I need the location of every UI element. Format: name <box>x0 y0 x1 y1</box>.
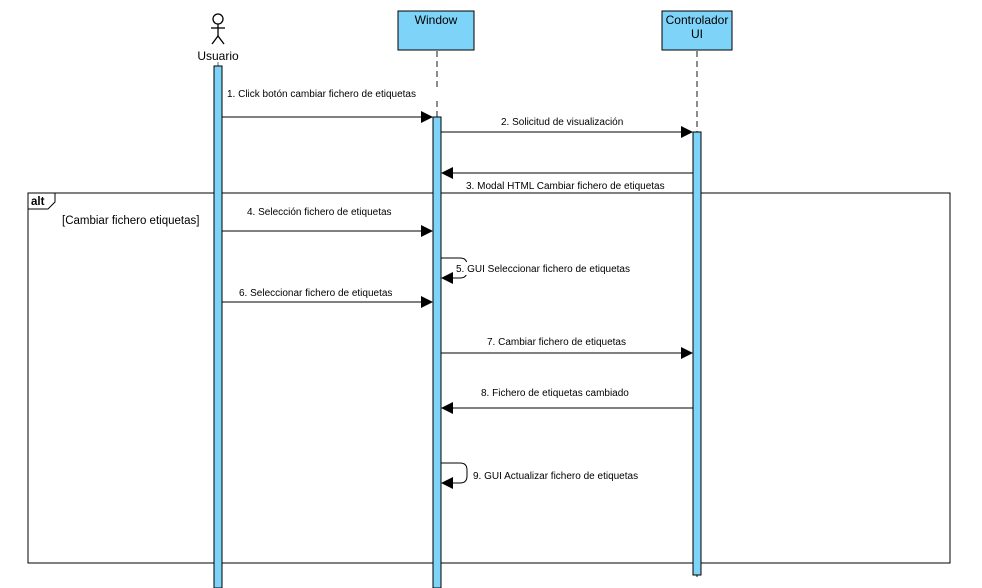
message-label: 1. Click botón cambiar fichero de etique… <box>227 89 416 100</box>
participant-controlador: Controlador UI <box>661 10 733 51</box>
message-label: 7. Cambiar fichero de etiquetas <box>487 337 626 348</box>
message-5: 5. GUI Seleccionar fichero de etiquetas <box>441 257 650 284</box>
message-7: 7. Cambiar fichero de etiquetas <box>441 335 693 359</box>
message-6: 6. Seleccionar fichero de etiquetas <box>222 286 433 308</box>
activation-usuario <box>213 65 223 588</box>
message-2: 2. Solicitud de visualización <box>441 115 693 138</box>
message-label: 4. Selección fichero de etiquetas <box>247 207 392 218</box>
alt-operator: alt <box>31 196 45 208</box>
participant-label-controlador-line2: UI <box>691 27 703 41</box>
activation-window <box>432 116 442 588</box>
self-message-arrow <box>441 462 468 489</box>
message-label: 8. Fichero de etiquetas cambiado <box>481 388 629 399</box>
actor-usuario: Usuario <box>197 13 239 63</box>
message-label: 6. Seleccionar fichero de etiquetas <box>239 288 392 299</box>
actor-icon <box>211 13 225 45</box>
message-label: 9. GUI Actualizar fichero de etiquetas <box>473 471 638 482</box>
message-label: 3. Modal HTML Cambiar fichero de etiquet… <box>466 181 665 192</box>
participant-label-usuario: Usuario <box>197 49 239 63</box>
activation-controlador <box>692 131 702 576</box>
alt-fragment: alt [Cambiar fichero etiquetas] <box>27 192 951 564</box>
message-label: 5. GUI Seleccionar fichero de etiquetas <box>456 264 630 275</box>
alt-guard: [Cambiar fichero etiquetas] <box>62 215 199 227</box>
participant-label-window: Window <box>415 13 458 27</box>
message-4: 4. Selección fichero de etiquetas <box>222 205 433 237</box>
message-1: 1. Click botón cambiar fichero de etique… <box>222 87 438 123</box>
participant-label-controlador-line1: Controlador <box>666 13 729 27</box>
participant-window: Window <box>397 10 475 51</box>
message-9: 9. GUI Actualizar fichero de etiquetas <box>441 462 658 489</box>
message-8: 8. Fichero de etiquetas cambiado <box>441 386 693 414</box>
message-3: 3. Modal HTML Cambiar fichero de etiquet… <box>441 167 693 192</box>
message-label: 2. Solicitud de visualización <box>501 117 623 128</box>
